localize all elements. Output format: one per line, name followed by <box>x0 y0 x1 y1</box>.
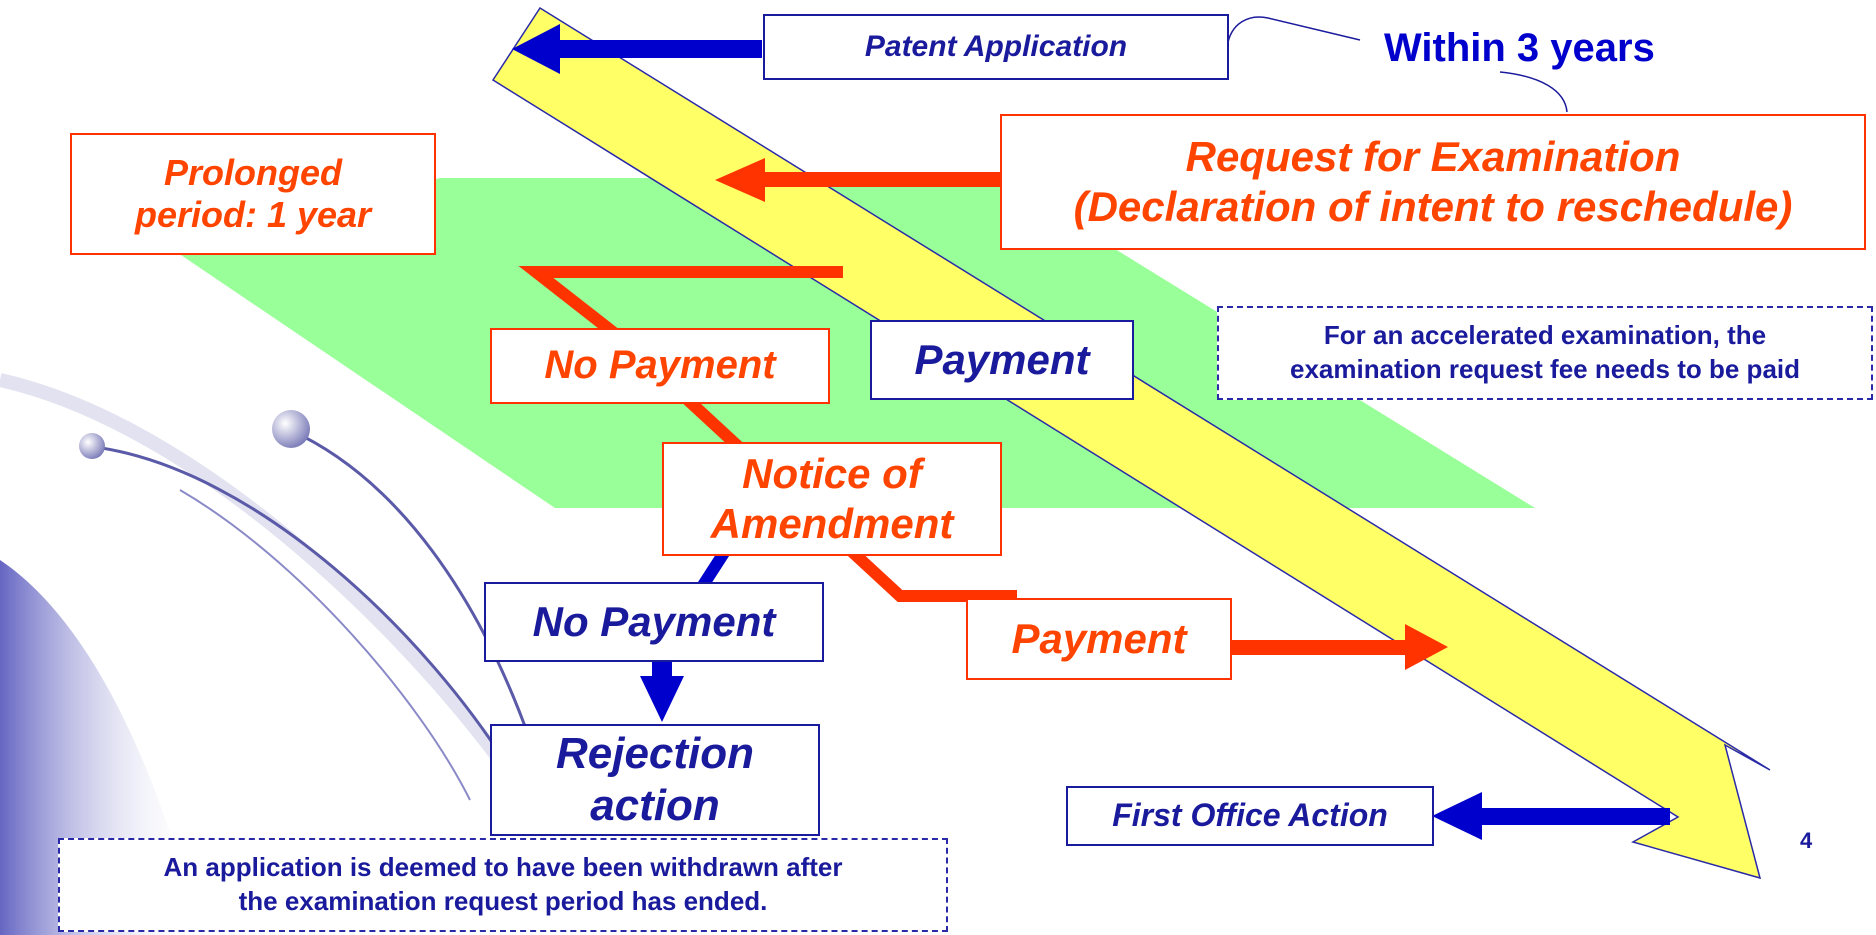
sphere-large <box>272 410 310 448</box>
payment-blue-label: Payment <box>914 336 1090 384</box>
patent-application-box: Patent Application <box>763 14 1229 80</box>
withdrawn-line-2: the examination request period has ended… <box>238 886 768 916</box>
payment-red-label: Payment <box>1011 615 1187 663</box>
notice-of-amendment-box: Notice of Amendment <box>662 442 1002 556</box>
withdrawn-note: An application is deemed to have been wi… <box>58 838 948 932</box>
prolonged-line-2: period: 1 year <box>134 194 372 235</box>
notice-line-1: Notice of <box>742 450 922 498</box>
payment-to-timeline-arrow <box>1230 624 1448 670</box>
request-arrow <box>715 158 1002 202</box>
prolonged-period-box: Prolonged period: 1 year <box>70 133 436 255</box>
accelerated-line-2: examination request fee needs to be paid <box>1289 354 1801 384</box>
prolonged-line-1: Prolonged <box>164 151 342 193</box>
rejection-action-box: Rejection action <box>490 724 820 836</box>
sphere-small <box>79 433 105 459</box>
withdrawn-line-1: An application is deemed to have been wi… <box>163 852 843 883</box>
no-payment-blue-label: No Payment <box>532 598 776 646</box>
no-payment-blue-box: No Payment <box>484 582 824 662</box>
timeline-arrow <box>491 6 1771 880</box>
request-for-examination-box: Request for Examination (Declaration of … <box>1000 114 1866 250</box>
notice-line-2: Amendment <box>710 500 954 547</box>
rejection-down-arrow <box>640 660 684 722</box>
request-line-2: (Declaration of intent to reschedule) <box>1073 183 1793 230</box>
payment-red-box: Payment <box>966 598 1232 680</box>
payment-blue-box: Payment <box>870 320 1134 400</box>
first-office-action-label: First Office Action <box>1112 797 1388 834</box>
patent-application-arrow <box>512 24 762 74</box>
within-3-years-label: Within 3 years <box>1384 26 1655 70</box>
rejection-line-1: Rejection <box>555 729 755 779</box>
page-number: 4 <box>1800 828 1813 853</box>
rejection-line-2: action <box>590 781 720 830</box>
no-payment-red-label: No Payment <box>544 343 776 388</box>
accelerated-line-1: For an accelerated examination, the <box>1323 320 1767 351</box>
first-office-action-arrow <box>1432 792 1670 840</box>
patent-application-label: Patent Application <box>864 30 1128 64</box>
accelerated-examination-note: For an accelerated examination, the exam… <box>1217 306 1873 400</box>
no-payment-red-box: No Payment <box>490 328 830 404</box>
request-line-1: Request for Examination <box>1185 133 1681 181</box>
first-office-action-box: First Office Action <box>1066 786 1434 846</box>
